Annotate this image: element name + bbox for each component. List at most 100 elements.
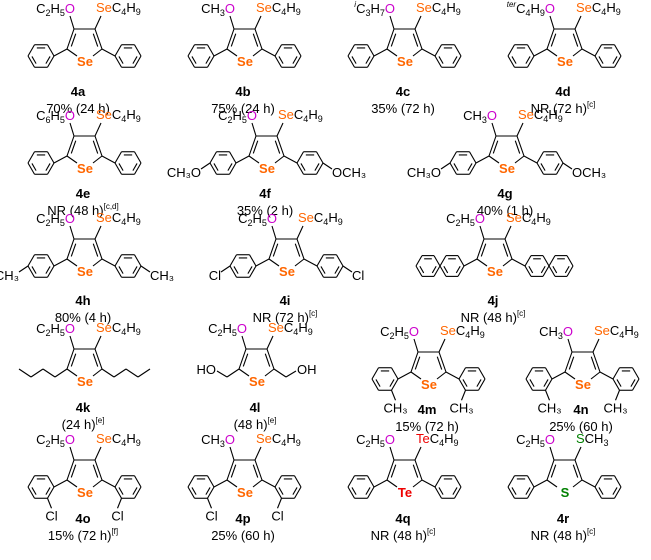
phenyl-ring (476, 379, 482, 387)
chalcogenyl-group-part: 9 (558, 114, 563, 124)
yield-text: 15% (72 h)[f] (48, 527, 118, 543)
ring-bond (66, 368, 78, 377)
alkoxy-bond (413, 338, 419, 353)
phenyl-ring (454, 55, 462, 68)
alkoxy-group-part: 5 (60, 8, 65, 18)
ortho-substituent: CH₃ (537, 400, 561, 415)
alkoxy-group-part: 6 (45, 115, 50, 125)
phenyl-ring (458, 367, 466, 380)
para-substituent: CH₃ (150, 268, 174, 283)
ring-bond (492, 140, 499, 154)
ring-bond (414, 459, 423, 481)
phenyl-ring (525, 378, 533, 391)
chalcogen-bond (516, 122, 524, 137)
chalcogenyl-group-part: Se (576, 0, 592, 15)
phenyl-ring (191, 56, 197, 64)
ring-bond (546, 479, 558, 488)
alkoxy-bond (549, 446, 555, 461)
yield-text-part: (48 h) (234, 417, 268, 432)
alkoxy-group-part: 9 (540, 8, 545, 18)
aryl-bond (397, 371, 412, 380)
ring-bond (488, 155, 500, 164)
ring-bond (66, 155, 78, 164)
phenyl-ring (614, 475, 622, 488)
phenyl-ring (336, 254, 344, 267)
aryl-bond (373, 48, 388, 57)
phenyl-ring (233, 266, 239, 274)
chalcogenyl-group-part: 4 (281, 438, 286, 448)
chalcogenyl-group-part: H (286, 0, 295, 15)
phenyl-ring (614, 486, 622, 499)
yield-text-part: 25% (60 h) (549, 419, 613, 434)
phenyl-ring (207, 44, 215, 57)
butyl-bond (30, 368, 44, 378)
phenyl-ring (467, 163, 473, 171)
yield-text-part: 75% (24 h) (211, 101, 275, 116)
naphthyl-ring (443, 265, 449, 274)
alkoxy-group-part: 3 (482, 115, 487, 125)
chalcogenyl-group-part: 9 (136, 327, 141, 337)
phenyl-ring (274, 475, 282, 488)
yield-text: 35% (72 h) (371, 101, 435, 116)
ring-bond (94, 459, 103, 481)
yield-text: 25% (60 h) (211, 528, 275, 543)
ring-bond (386, 48, 398, 57)
phenyl-ring (556, 162, 564, 175)
ring-bond (574, 28, 583, 50)
naphthyl-ring (524, 255, 532, 267)
phenyl-ring (187, 475, 195, 488)
alkoxy-group-part: C (208, 321, 217, 336)
phenyl-ring (612, 378, 620, 391)
yield-text-part: [e] (268, 416, 277, 425)
butyl-bond (113, 368, 127, 378)
chalcogenyl-group: SeC4H9 (278, 107, 323, 124)
chalcogenyl-group-part: Se (96, 107, 112, 122)
alkoxy-group-part: O (385, 432, 395, 447)
yield-text-part: [f] (111, 527, 118, 536)
para-bond (200, 162, 211, 170)
alkoxy-bond (69, 122, 75, 137)
ring-bond (238, 368, 250, 377)
phenyl-ring (292, 487, 298, 495)
chalcogen-bond (574, 15, 582, 30)
ring-bond (390, 33, 397, 47)
ring-bond (248, 135, 257, 157)
chalcogenyl-group-part: C (592, 0, 601, 15)
ring-bond (92, 353, 99, 367)
chalcogenyl-group-part: H (126, 431, 135, 446)
ring-bond (70, 140, 77, 154)
naphthyl-ring (540, 265, 546, 274)
ring-bond (412, 464, 419, 478)
para-bond (140, 265, 151, 273)
compound-4h: SeC2H5OSeC4H9CH₃CH₃4h80% (4 h) (0, 210, 174, 325)
yield-text-part: 35% (2 h) (237, 203, 293, 218)
phenyl-ring (47, 254, 55, 267)
alkoxy-group-part: O (475, 211, 485, 226)
yield-text-part: 40% (1 h) (477, 203, 533, 218)
phenyl-ring (294, 475, 302, 488)
phenyl-ring (511, 487, 517, 495)
ring-bond (248, 155, 260, 164)
chalcogenyl-group: SeC4H9 (440, 323, 485, 340)
phenyl-ring (438, 487, 444, 495)
ring-bond (592, 351, 601, 373)
chalcogenyl-group-part: H (308, 107, 317, 122)
yield-text-part: NR (48 h) (371, 528, 427, 543)
chalcogenyl-group-part: H (126, 0, 135, 15)
phenyl-ring (134, 254, 142, 267)
naphthyl-ring (548, 265, 556, 277)
alkoxy-bond (491, 122, 497, 137)
ring-bond (264, 353, 271, 367)
chalcogenyl-group-part: C (294, 107, 303, 122)
chalcogenyl-group-part: Se (256, 0, 272, 15)
ortho-bond (276, 498, 283, 509)
ortho-bond (206, 498, 213, 509)
alkoxy-group-part: CH (201, 1, 220, 16)
chalcogenyl-group-part: 9 (308, 327, 313, 337)
ch2-bond (285, 370, 297, 378)
alkoxy-group-part: CH (539, 324, 558, 339)
